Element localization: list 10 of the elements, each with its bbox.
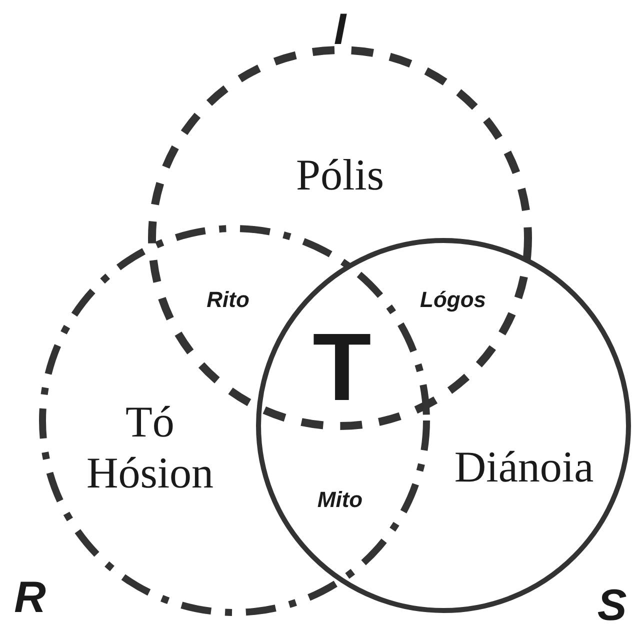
region-label: Lógos [420,289,486,311]
pole-label: I [334,8,346,52]
pole-label: R [14,576,46,620]
set-label: Pólis [294,150,386,202]
center-letter: T [312,320,372,416]
set-label: Tó Hósion [85,397,215,499]
set-label: Diánoia [453,442,595,494]
region-label: Mito [317,489,363,511]
pole-label: S [597,584,627,628]
region-label: Rito [206,289,250,311]
